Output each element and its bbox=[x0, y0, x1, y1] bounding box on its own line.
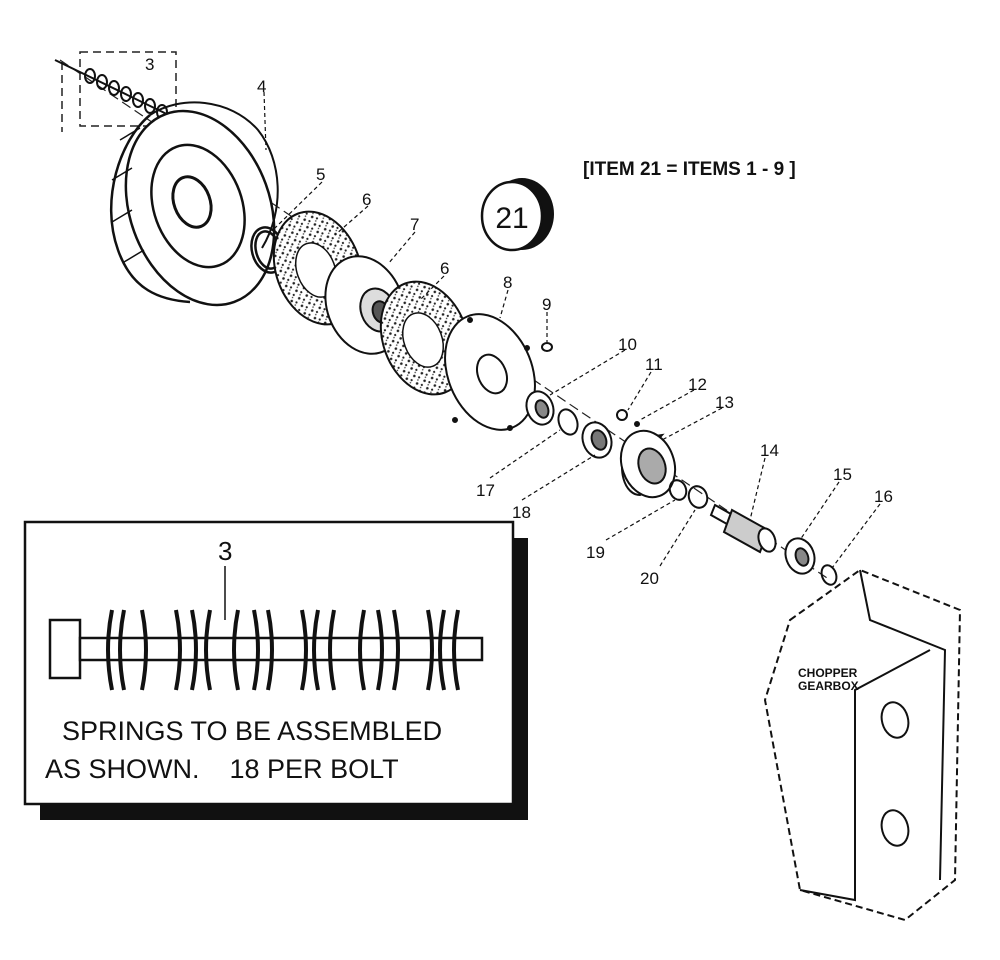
callout-12: 12 bbox=[688, 375, 707, 394]
shaft-bearing bbox=[784, 537, 816, 575]
inset-line-1: SPRINGS TO BE ASSEMBLED bbox=[62, 716, 442, 746]
callout-19: 19 bbox=[586, 543, 605, 562]
callout-13: 13 bbox=[715, 393, 734, 412]
pressure-plate bbox=[444, 313, 536, 431]
gearbox-label-1: CHOPPER bbox=[798, 666, 858, 680]
chopper-gearbox bbox=[763, 568, 962, 922]
inset-line-2: AS SHOWN. 18 PER BOLT bbox=[45, 754, 399, 784]
callout-17: 17 bbox=[476, 481, 495, 500]
gearbox-label-2: GEARBOX bbox=[798, 679, 859, 693]
bolt-callout-box bbox=[61, 51, 177, 132]
hub bbox=[619, 429, 677, 499]
small-washers bbox=[668, 479, 709, 509]
callout-9: 9 bbox=[542, 295, 551, 314]
callout-11: 11 bbox=[645, 355, 663, 374]
nut bbox=[541, 342, 553, 352]
kit-note: [ITEM 21 = ITEMS 1 - 9 ] bbox=[583, 159, 796, 180]
inset-callout: 3 bbox=[218, 536, 232, 566]
snap-ring bbox=[557, 408, 579, 436]
spring-inset: 3 SPRINGS TO BE ASSEMBLED AS SHOWN. 18 P… bbox=[23, 520, 528, 820]
callout-20: 20 bbox=[640, 569, 659, 588]
callout-3: 3 bbox=[145, 55, 154, 74]
callout-10: 10 bbox=[618, 335, 637, 354]
spring-bolt bbox=[54, 59, 176, 120]
leader-lines bbox=[263, 91, 881, 569]
callout-4: 4 bbox=[257, 77, 266, 96]
kit-callout-text: 21 bbox=[495, 202, 528, 235]
callout-15: 15 bbox=[833, 465, 852, 484]
callout-14: 14 bbox=[760, 441, 779, 460]
callout-18: 18 bbox=[512, 503, 531, 522]
callout-16: 16 bbox=[874, 487, 893, 506]
inset-springs bbox=[106, 609, 460, 691]
callout-7: 7 bbox=[410, 215, 419, 234]
bolt-head bbox=[616, 409, 628, 421]
callout-8: 8 bbox=[503, 273, 512, 292]
callout-5: 5 bbox=[316, 165, 325, 184]
callout-6b: 6 bbox=[440, 259, 449, 278]
callout-numbers: 3 4 5 6 7 6 8 9 10 11 12 13 14 15 16 17 … bbox=[145, 55, 893, 588]
shaft-snap-ring bbox=[820, 564, 838, 586]
washer bbox=[634, 421, 640, 427]
kit-badge: 21 bbox=[480, 178, 554, 252]
spline-bushing bbox=[581, 421, 613, 459]
bearing bbox=[525, 390, 555, 426]
pinion-shaft bbox=[709, 503, 777, 554]
callout-6a: 6 bbox=[362, 190, 371, 209]
pulley-wheel bbox=[110, 101, 279, 307]
